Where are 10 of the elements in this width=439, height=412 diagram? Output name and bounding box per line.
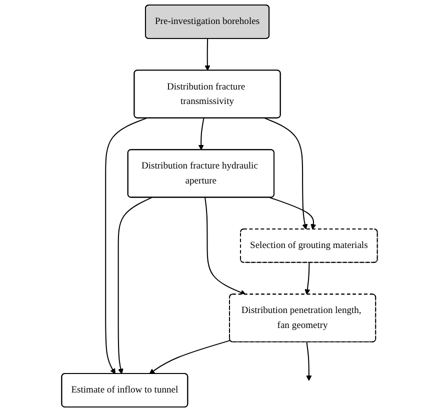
arrow <box>306 342 312 381</box>
arrow <box>204 38 210 71</box>
arrow <box>270 197 316 230</box>
arrow <box>105 118 147 374</box>
arrow <box>149 340 230 374</box>
arrow <box>264 118 308 230</box>
arrow <box>204 198 246 296</box>
arrow <box>198 118 204 150</box>
arrow <box>304 262 310 295</box>
arrow <box>118 197 152 374</box>
